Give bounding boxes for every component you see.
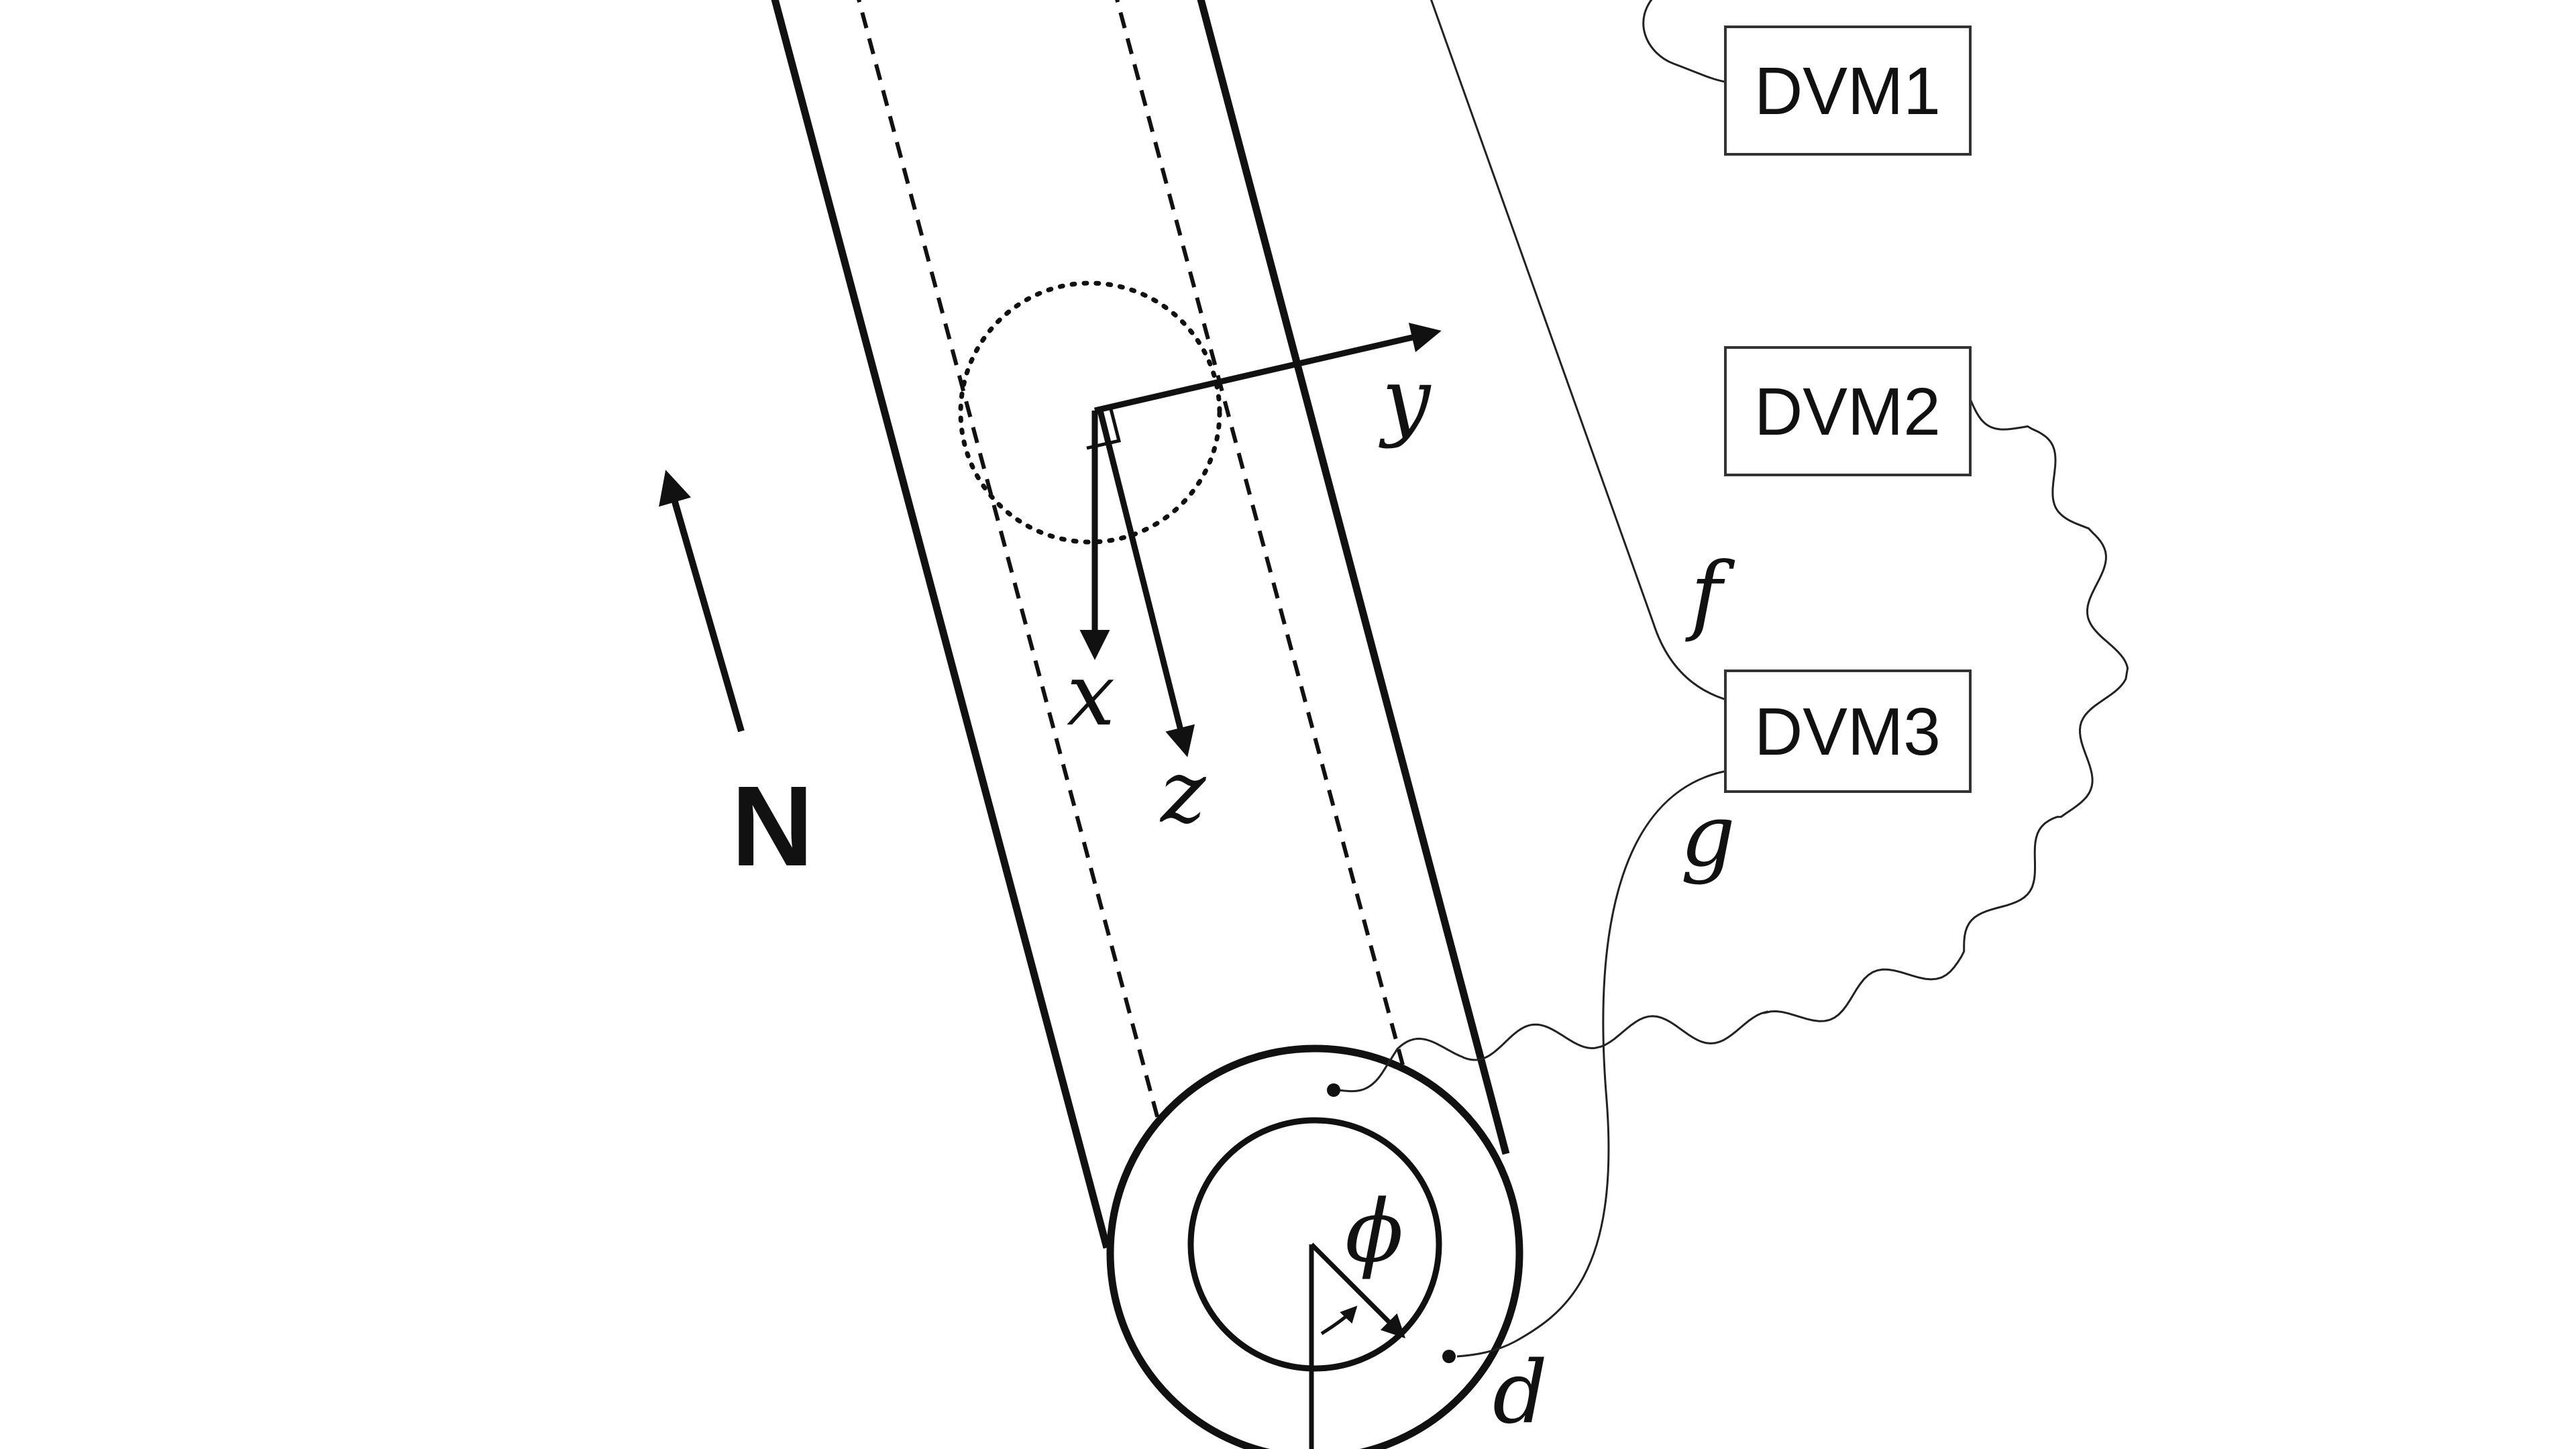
- phi-angle-label: ϕ: [1345, 1182, 1403, 1282]
- lead-f-label: f: [1685, 545, 1735, 645]
- pipe-end-inner-circle: [1187, 1117, 1442, 1372]
- dvm1-label: DVM1: [1754, 54, 1941, 129]
- lead-g-wire: [1456, 770, 1725, 1358]
- dvm2-label: DVM2: [1754, 374, 1941, 449]
- lead-f-wire: [1430, 0, 1731, 702]
- right-angle-mark: [1086, 406, 1122, 450]
- lead-g-label: g: [1680, 786, 1735, 886]
- pipe-outer-left-wall: [771, 0, 1111, 1249]
- north-label: N: [731, 763, 814, 890]
- x-axis-label: x: [1067, 645, 1115, 745]
- dotted-reference-circle: [958, 280, 1222, 545]
- contact-point-d: [1442, 1350, 1456, 1363]
- dvm1-box: DVM1: [1724, 25, 1972, 156]
- pipe-outer-right-wall: [1197, 0, 1510, 1155]
- dvm2-wavy-lead-wire: [1338, 398, 2129, 1093]
- dvm3-label: DVM3: [1754, 694, 1941, 769]
- dvm2-box: DVM2: [1724, 346, 1972, 476]
- pipe-inner-right-wall: [1115, 0, 1438, 1188]
- pipe-inner-left-wall: [857, 0, 1196, 1255]
- y-axis-label: y: [1379, 350, 1432, 450]
- y-axis-arrow: [1093, 323, 1442, 414]
- dvm1-lead-wire: [1642, 0, 1726, 83]
- north-arrow: [659, 470, 745, 733]
- lead-d-label: d: [1493, 1343, 1548, 1443]
- z-axis-label: z: [1159, 743, 1207, 843]
- dvm3-box: DVM3: [1724, 669, 1972, 793]
- phi-radius-arrow: [1309, 1242, 1405, 1338]
- contact-point-top: [1327, 1083, 1340, 1097]
- z-axis-arrow: [1097, 409, 1195, 757]
- phi-angle-arc: [1320, 1305, 1358, 1336]
